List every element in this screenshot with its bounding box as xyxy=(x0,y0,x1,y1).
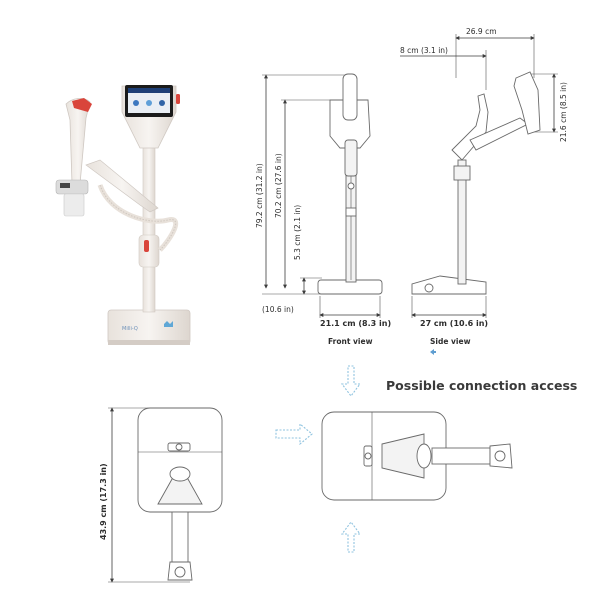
dim-side-top-width: 26.9 cm xyxy=(466,27,497,36)
dim-top-depth: 43.9 cm (17.3 in) xyxy=(99,463,108,540)
dim-side-depth: 27 cm (10.6 in) xyxy=(420,319,488,328)
red-handle-accent xyxy=(144,240,149,252)
front-view-caption: Front view xyxy=(328,337,373,346)
product-photo: Milli-Q xyxy=(55,85,191,345)
dim-front-width: 21.1 cm (8.3 in) xyxy=(320,319,391,328)
dispenser-red-tip xyxy=(72,98,92,112)
photo-brand-label: Milli-Q xyxy=(122,326,138,332)
brand-logo-icon xyxy=(164,321,173,327)
dim-base-height: 5.3 cm (2.1 in) xyxy=(293,205,302,260)
side-view-drawing: 26.9 cm 8 cm (3.1 in) 21.6 cm (8.5 in) 2… xyxy=(400,27,568,355)
dim-arm-offset: 8 cm (3.1 in) xyxy=(400,46,448,55)
dim-small-note: (10.6 in) xyxy=(262,305,294,314)
connection-access-drawing: Possible connection access xyxy=(275,365,577,553)
arrow-up-icon xyxy=(340,521,362,553)
connection-access-title: Possible connection access xyxy=(386,378,577,393)
side-view-arrow-icon xyxy=(430,349,436,355)
arrow-right-icon xyxy=(275,422,313,446)
front-view-drawing: 79.2 cm (31.2 in) 70.2 cm (27.6 in) 5.3 … xyxy=(255,73,391,346)
side-view-caption: Side view xyxy=(430,337,471,346)
arrow-down-icon xyxy=(340,365,362,397)
dim-arm-height: 70.2 cm (27.6 in) xyxy=(274,153,283,218)
dim-head-height: 21.6 cm (8.5 in) xyxy=(559,82,568,142)
dim-total-height: 79.2 cm (31.2 in) xyxy=(255,163,264,228)
top-view-drawing: 43.9 cm (17.3 in) xyxy=(99,407,223,583)
